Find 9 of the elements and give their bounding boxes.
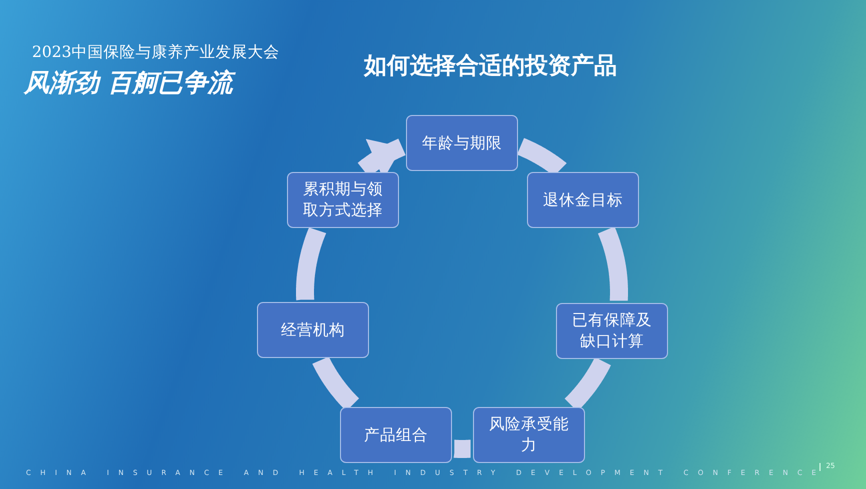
step-box: 产品组合 (340, 407, 452, 463)
step-box: 经营机构 (257, 302, 369, 358)
step-box: 退休金目标 (527, 172, 639, 228)
slide-title: 如何选择合适的投资产品 (364, 52, 617, 81)
step-box: 年龄与期限 (406, 115, 518, 171)
conference-name: 2023中国保险与康养产业发展大会 (32, 42, 280, 63)
step-box: 已有保障及缺口计算 (556, 303, 668, 359)
step-box: 累积期与领取方式选择 (287, 172, 399, 228)
step-box: 风险承受能力 (473, 407, 585, 463)
